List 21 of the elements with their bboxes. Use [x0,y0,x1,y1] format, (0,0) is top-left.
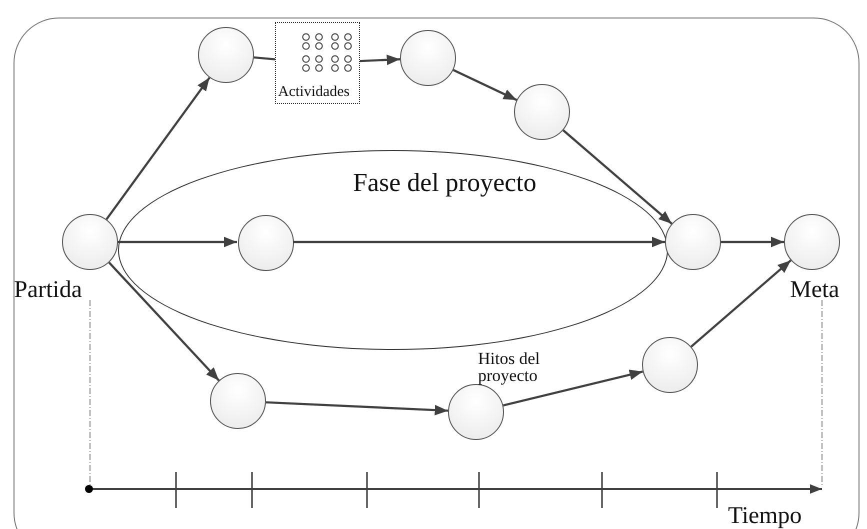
node-caption: Hitos del proyecto [478,350,541,384]
node-caption: Meta [790,277,840,304]
activity-box [275,22,360,104]
arrow [690,260,792,348]
arrow [721,236,784,248]
arrow [452,69,518,101]
arrow [502,370,644,406]
phase-label: Fase del proyecto [353,169,536,198]
milestone-circle [514,84,570,140]
milestone-circle [62,214,118,270]
arrow [293,236,665,248]
node-caption: Partida [14,277,82,304]
activity-label: Actividades [278,84,350,100]
phase-ellipse [118,150,668,350]
arrow [562,129,672,225]
arrow [118,236,237,248]
arrow [108,262,220,382]
arrow [360,54,400,66]
arrow [106,77,210,220]
arrow [266,401,448,416]
axis-label: Tiempo [728,503,802,529]
